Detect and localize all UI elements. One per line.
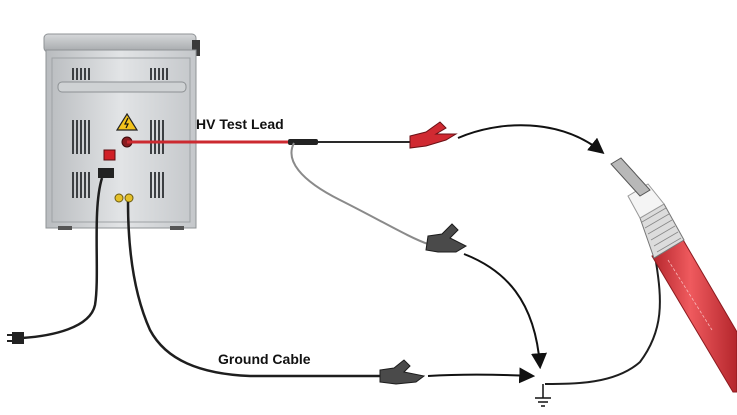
ground-terminal-yellow	[114, 193, 124, 203]
vent-grille-bottom-left	[72, 172, 90, 198]
carry-handle	[57, 81, 187, 93]
ground-symbol-icon	[535, 384, 551, 407]
arrow-guard-to-ground	[463, 253, 548, 370]
arrow-ground-cable-to-ground	[427, 367, 536, 384]
power-inlet	[98, 168, 114, 178]
guard-lead	[290, 142, 429, 245]
hv-test-lead-label: HV Test Lead	[196, 116, 284, 132]
test-set-unit	[43, 33, 200, 230]
cable-screen-wires	[641, 207, 682, 253]
vent-grille-top-right	[150, 68, 168, 80]
gray-alligator-clip-upper	[425, 223, 468, 253]
vent-grille-mid-right	[150, 120, 164, 154]
ground-cable	[126, 201, 382, 378]
ground-cable-label: Ground Cable	[218, 351, 311, 367]
gray-alligator-clip-lower	[379, 359, 426, 385]
cable-conductor	[610, 157, 651, 197]
cable-under-test	[610, 157, 737, 393]
cable-outer-jacket	[651, 237, 737, 393]
vent-grilles	[72, 68, 168, 198]
vent-grille-top-left	[72, 68, 90, 80]
unit-foot-left	[58, 226, 72, 230]
unit-foot-right	[170, 226, 184, 230]
power-switch[interactable]	[103, 149, 116, 161]
unit-panel-frame	[51, 57, 191, 223]
vent-grille-bottom-right	[150, 172, 164, 198]
unit-lid	[43, 33, 197, 53]
power-cord	[21, 177, 104, 340]
vent-grille-mid-left	[72, 120, 90, 154]
arrow-to-conductor	[457, 124, 605, 155]
power-plug	[7, 332, 24, 344]
hv-lead-connector	[288, 139, 318, 145]
sheath-ground-lead	[544, 261, 661, 385]
red-alligator-clip	[409, 121, 458, 149]
high-voltage-warning-icon	[115, 112, 139, 131]
cable-jacket-print	[667, 259, 713, 331]
unit-handle-latch	[192, 40, 200, 56]
ground-terminal-green	[124, 193, 134, 203]
